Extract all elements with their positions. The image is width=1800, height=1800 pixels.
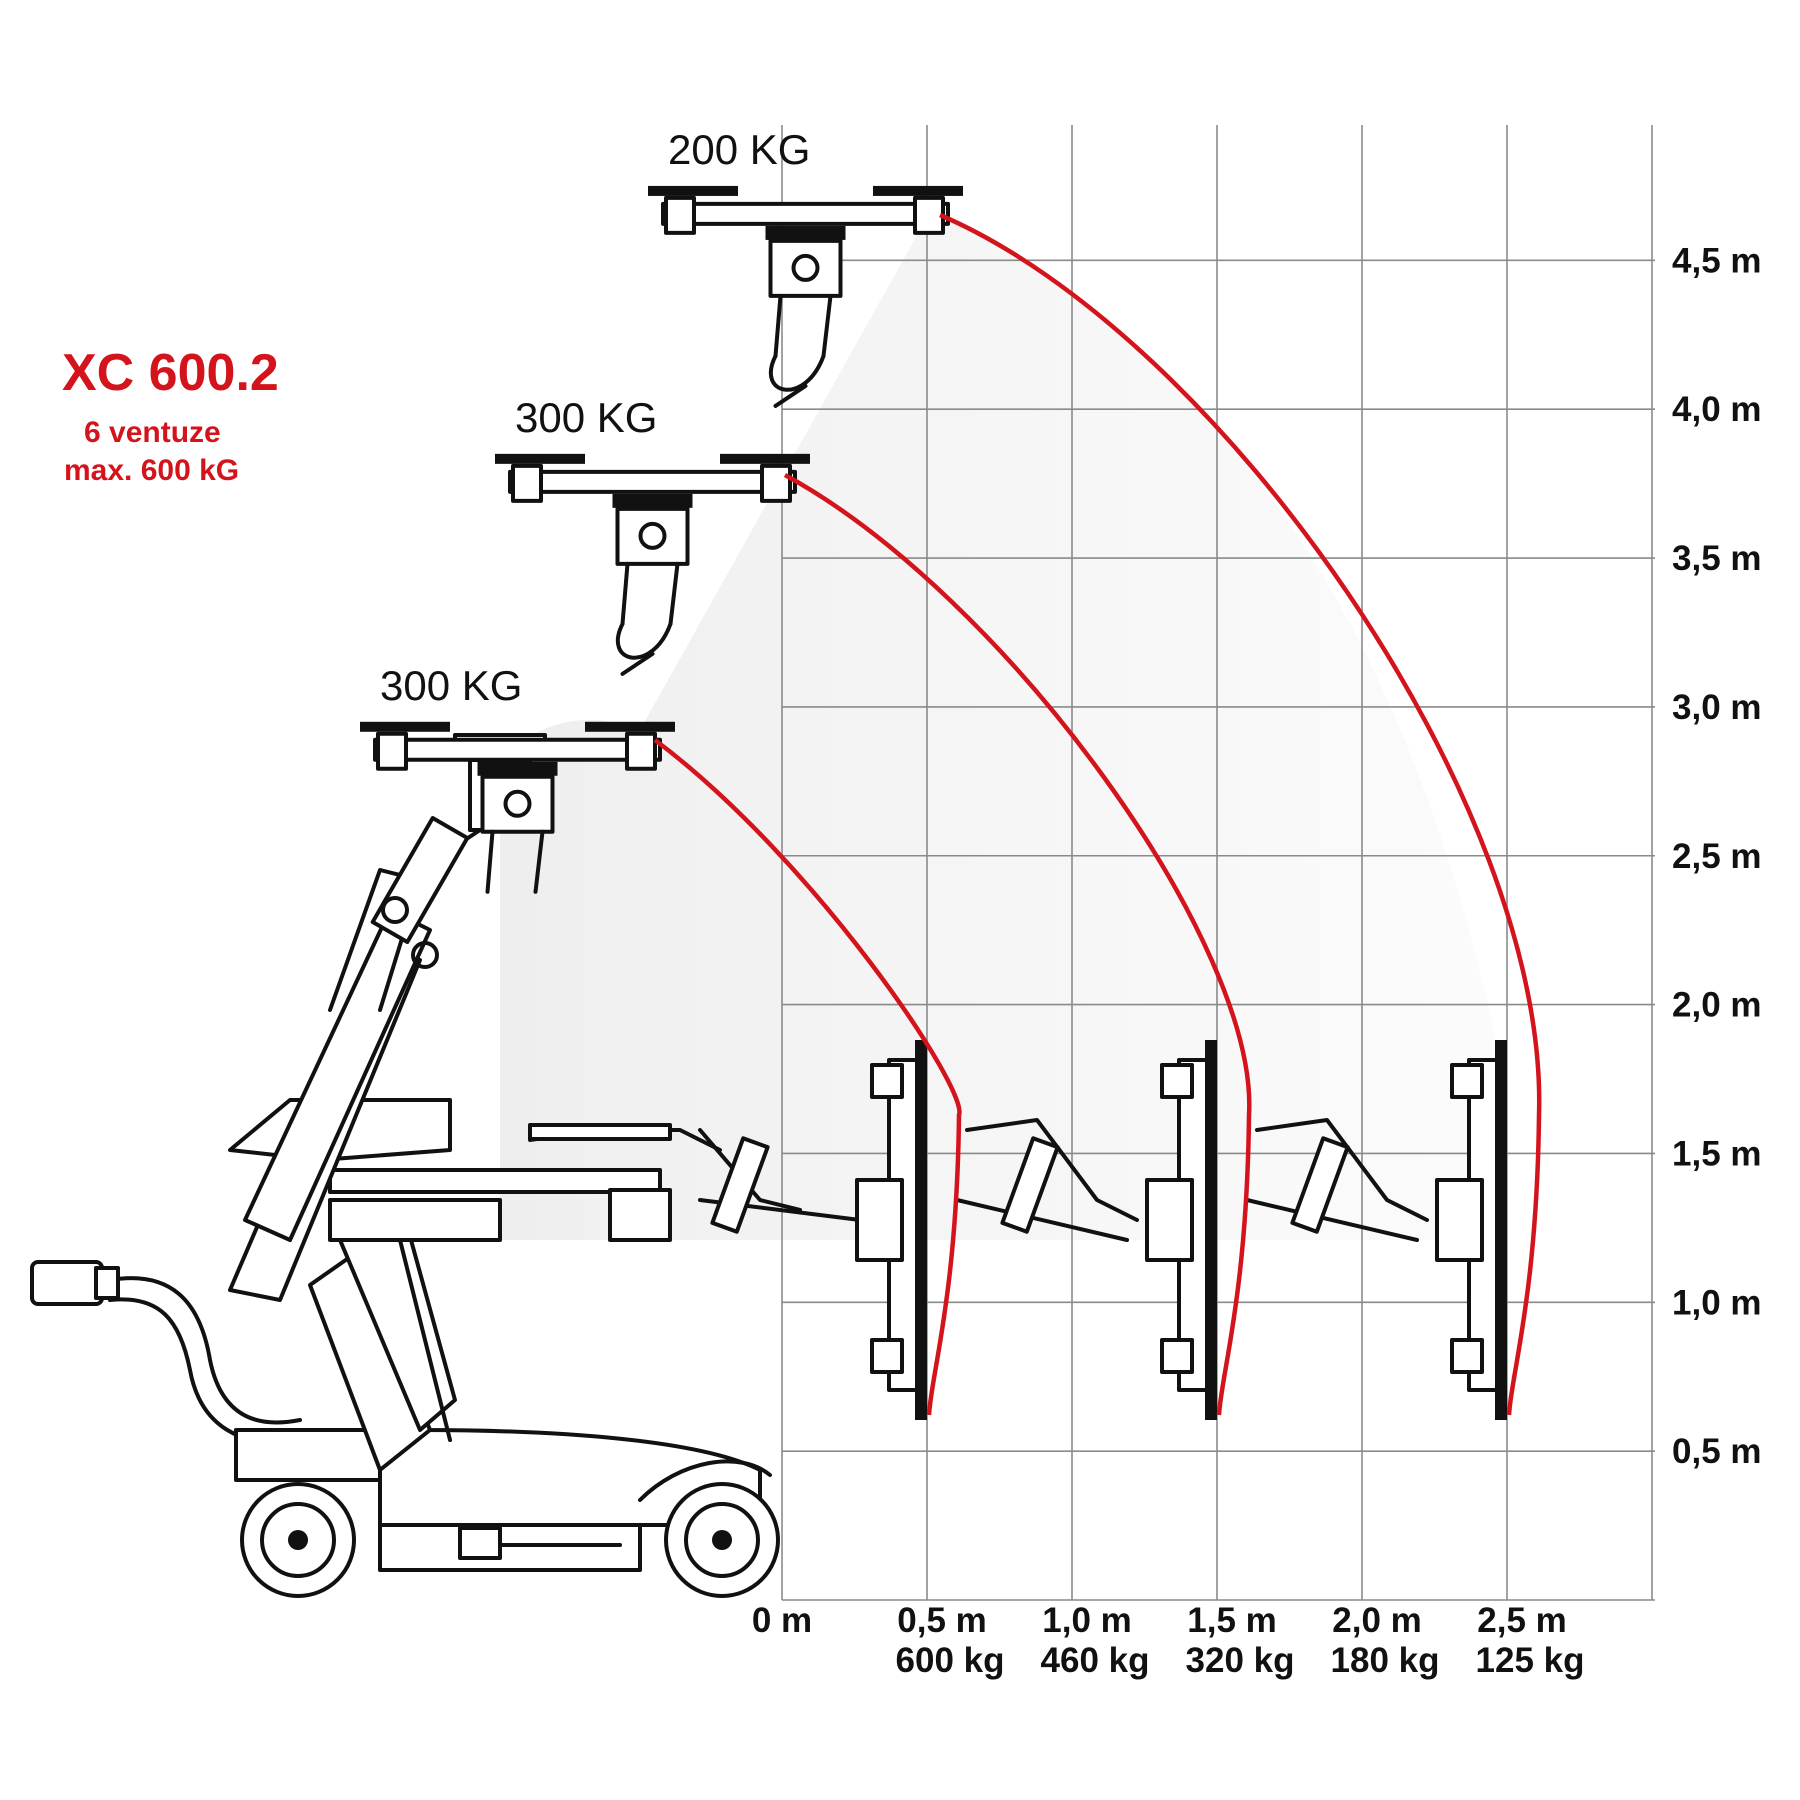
load-labels: 300 KG 300 KG 200 KG	[380, 126, 810, 709]
cup-mount	[664, 195, 696, 235]
y-tick-label: 4,0 m	[1672, 390, 1762, 429]
cup-mount	[760, 463, 792, 503]
boom-link	[1000, 1136, 1060, 1234]
y-tick-label: 1,0 m	[1672, 1283, 1762, 1322]
x-tick-label: 1,0 m	[1042, 1601, 1132, 1640]
boom-horizontal	[228, 1098, 862, 1242]
x-tick-label: 0,5 m	[897, 1601, 987, 1640]
y-tick-label: 1,5 m	[1672, 1134, 1762, 1173]
vertical-glass-panels	[710, 1040, 1507, 1420]
suction-pad	[495, 453, 585, 464]
boom-arm-segment	[955, 1198, 1129, 1242]
model-title: XC 600.2	[62, 344, 279, 402]
reach-envelope-shade	[500, 212, 1500, 1240]
machine-base	[30, 1198, 780, 1598]
hose-loop	[615, 621, 673, 660]
elevated-suction-heads	[360, 185, 963, 894]
cross-beam	[508, 469, 797, 494]
arm-link	[773, 293, 833, 358]
rotator-plate	[612, 493, 693, 508]
rotator-head	[1435, 1178, 1484, 1262]
grid	[781, 125, 1655, 1601]
vertical-panel-assembly	[710, 1040, 927, 1420]
suction-pad	[648, 185, 738, 196]
suction-cups-label: 6 ventuze	[84, 416, 221, 449]
reach-arcs	[653, 212, 1542, 1416]
pivot	[791, 253, 820, 282]
x-capacity-label: 180 kg	[1331, 1641, 1440, 1680]
reach-arc	[653, 738, 962, 1416]
vertical-panel-assembly	[955, 1040, 1217, 1420]
handle	[620, 651, 655, 676]
suction-cup	[870, 1338, 904, 1374]
arm-link	[620, 561, 680, 626]
rotator-head	[1145, 1178, 1194, 1262]
rotator-head	[855, 1178, 904, 1262]
y-axis-labels: 0,5 m 1,0 m 1,5 m 2,0 m 2,5 m 3,0 m 3,5 m 4,0 m…	[1672, 241, 1762, 1471]
y-tick-label: 3,0 m	[1672, 688, 1762, 727]
suction-head-assembly	[360, 721, 675, 894]
boom-link	[710, 1136, 770, 1234]
boom-link	[1290, 1136, 1350, 1234]
boom-arm-segment	[1255, 1118, 1429, 1222]
rotator-body	[480, 774, 555, 834]
load-label: 200 KG	[668, 126, 810, 173]
x-capacity-label: 460 kg	[1041, 1641, 1150, 1680]
cross-beam	[373, 737, 662, 762]
x-tick-label: 1,5 m	[1187, 1601, 1277, 1640]
load-label: 300 KG	[515, 394, 657, 441]
suction-cup	[1160, 1338, 1194, 1374]
cup-mount	[913, 195, 945, 235]
suction-cup	[1450, 1063, 1484, 1099]
y-tick-label: 3,5 m	[1672, 539, 1762, 578]
pivot	[503, 789, 532, 818]
glass-pane	[1495, 1040, 1507, 1420]
pivot	[638, 521, 667, 550]
y-tick-label: 4,5 m	[1672, 241, 1762, 280]
reach-arc	[783, 473, 1252, 1416]
vertical-panel-assembly	[1245, 1040, 1507, 1420]
x-capacity-label: 125 kg	[1476, 1641, 1585, 1680]
suction-cup	[1160, 1063, 1194, 1099]
x-capacity-label: 320 kg	[1186, 1641, 1295, 1680]
suction-pad	[873, 185, 963, 196]
suction-cup	[870, 1063, 904, 1099]
hose-loop	[768, 353, 826, 392]
y-tick-label: 2,0 m	[1672, 986, 1762, 1025]
rotator-plate	[477, 761, 558, 776]
cross-beam	[661, 201, 950, 226]
cup-mount	[511, 463, 543, 503]
glass-pane	[915, 1040, 927, 1420]
x-tick-label: 2,5 m	[1477, 1601, 1567, 1640]
rotator-body	[768, 238, 843, 298]
suction-pad	[720, 453, 810, 464]
x-tick-label: 0 m	[752, 1601, 812, 1640]
handle	[773, 383, 808, 408]
cup-mount	[376, 731, 408, 771]
suction-pad	[585, 721, 675, 732]
suction-pad	[360, 721, 450, 732]
y-tick-label: 2,5 m	[1672, 837, 1762, 876]
boom-arm-segment	[965, 1118, 1139, 1222]
rotator-plate	[765, 225, 846, 240]
arm-link	[485, 829, 545, 894]
x-capacity-label: 600 kg	[896, 1641, 1005, 1680]
rotator-body	[615, 506, 690, 566]
max-load-label: max. 600 kG	[64, 454, 239, 487]
boom-arm-segment	[1245, 1198, 1419, 1242]
suction-cup	[1450, 1338, 1484, 1374]
load-label: 300 KG	[380, 662, 522, 709]
reach-arc	[939, 212, 1542, 1416]
y-tick-label: 0,5 m	[1672, 1432, 1762, 1471]
x-tick-label: 2,0 m	[1332, 1601, 1422, 1640]
glass-pane	[1205, 1040, 1217, 1420]
cup-mount	[625, 731, 657, 771]
